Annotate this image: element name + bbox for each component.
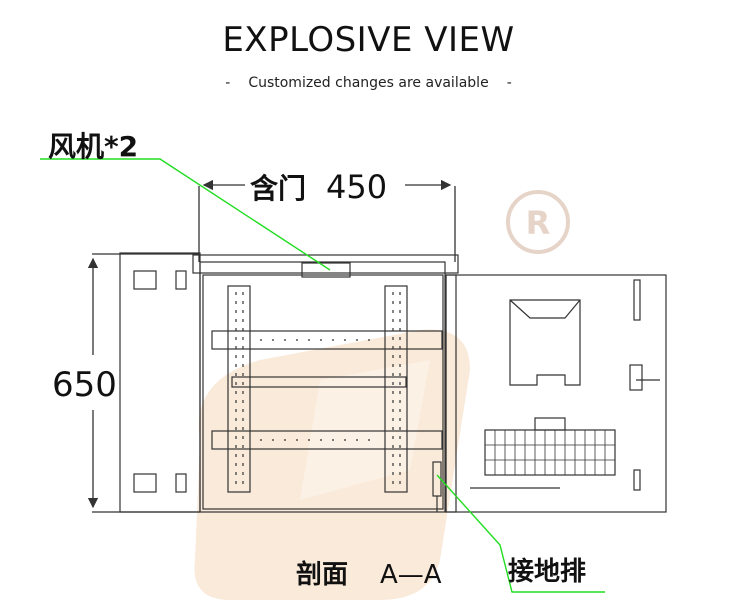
width-dimension: [198, 179, 456, 262]
page-title: EXPLOSIVE VIEW: [222, 20, 515, 60]
subtitle-text: Customized changes are available: [248, 75, 489, 91]
section-id: A—A: [380, 560, 442, 590]
registered-mark-icon: R: [506, 190, 570, 254]
subtitle-dash-left: -: [225, 75, 231, 91]
watermark-logo: [194, 329, 470, 600]
registered-mark-letter: R: [526, 204, 551, 242]
page-subtitle: - Customized changes are available -: [0, 75, 737, 91]
subtitle-dash-right: -: [506, 75, 512, 91]
width-value: 450: [326, 168, 387, 206]
height-value: 650: [52, 365, 117, 405]
leader-lines: [40, 158, 605, 593]
section-label: 剖面: [296, 559, 348, 590]
door-label: 含门: [250, 172, 306, 205]
fan-label: 风机*2: [48, 130, 138, 163]
ground-bar-label: 接地排: [508, 557, 586, 587]
